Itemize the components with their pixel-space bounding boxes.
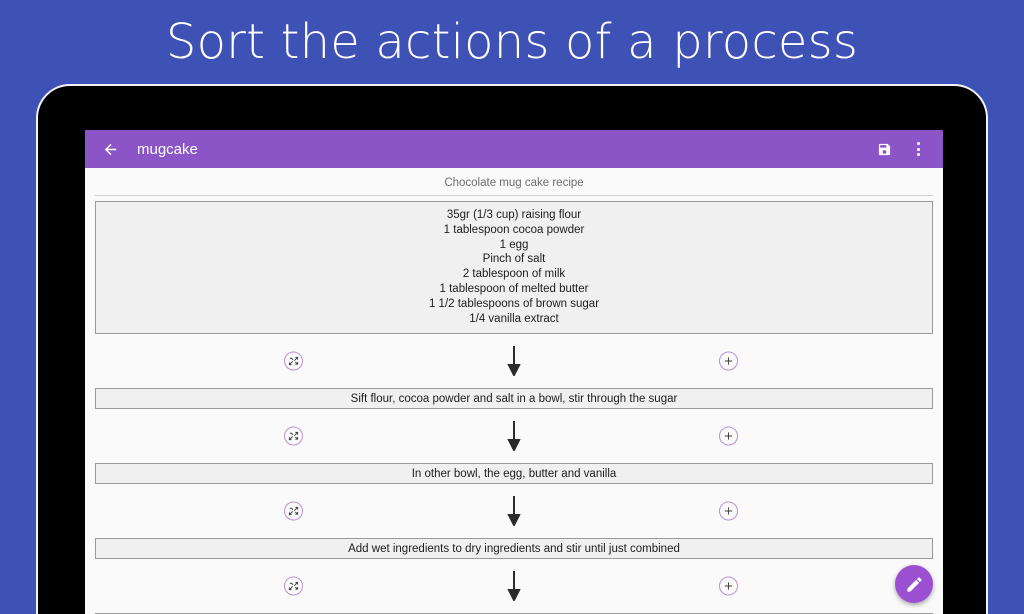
plus-icon xyxy=(725,432,733,441)
step-connector xyxy=(95,559,933,613)
recipe-content: Chocolate mug cake recipe 35gr (1/3 cup)… xyxy=(85,168,943,614)
more-vertical-icon xyxy=(916,142,920,156)
arrow-down-icon xyxy=(507,421,521,452)
step-text: In other bowl, the egg, butter and vanil… xyxy=(411,467,617,480)
pencil-edit-icon xyxy=(906,576,922,592)
arrow-down-icon xyxy=(507,496,521,527)
add-step-button[interactable] xyxy=(719,351,739,371)
arrow-down-icon xyxy=(507,346,521,377)
step-card[interactable]: In other bowl, the egg, butter and vanil… xyxy=(95,463,933,485)
ingredient-line: 1 egg xyxy=(499,238,529,251)
ingredient-line: 35gr (1/3 cup) raising flour xyxy=(446,209,582,221)
device-screen: mugcake Chocolate mug cake recipe 35gr (… xyxy=(85,130,943,614)
step-text: Add wet ingredients to dry ingredients a… xyxy=(348,542,680,555)
step-card[interactable]: Add wet ingredients to dry ingredients a… xyxy=(95,538,933,560)
ingredients-card[interactable]: 35gr (1/3 cup) raising flour 1 tablespoo… xyxy=(95,201,933,335)
back-button[interactable] xyxy=(97,136,123,162)
shuffle-step-button[interactable] xyxy=(283,576,303,596)
shuffle-icon xyxy=(288,507,298,516)
shuffle-icon xyxy=(288,357,298,366)
title-divider xyxy=(95,195,933,196)
promo-headline: Sort the actions of a process xyxy=(165,14,859,70)
plus-icon xyxy=(725,357,733,366)
overflow-menu-button[interactable] xyxy=(905,136,931,162)
edit-fab-button[interactable] xyxy=(895,565,933,603)
ingredient-line: 1 tablespoon cocoa powder xyxy=(443,223,585,236)
step-connector xyxy=(95,484,933,538)
plus-icon xyxy=(725,582,733,591)
step-connector xyxy=(95,409,933,463)
shuffle-icon xyxy=(288,432,298,441)
shuffle-step-button[interactable] xyxy=(283,351,303,371)
shuffle-step-button[interactable] xyxy=(283,426,303,446)
ingredient-line: 2 tablespoon of milk xyxy=(462,268,566,281)
shuffle-step-button[interactable] xyxy=(283,501,303,521)
step-connector xyxy=(95,334,933,388)
add-step-button[interactable] xyxy=(719,576,739,596)
save-button[interactable] xyxy=(871,136,897,162)
recipe-title: Chocolate mug cake recipe xyxy=(444,177,584,189)
step-card[interactable]: Sift flour, cocoa powder and salt in a b… xyxy=(95,388,933,410)
shuffle-icon xyxy=(288,582,298,591)
step-text: Sift flour, cocoa powder and salt in a b… xyxy=(350,392,678,405)
app-bar-title: mugcake xyxy=(137,140,198,158)
plus-icon xyxy=(725,507,733,516)
ingredient-line: 1/4 vanilla extract xyxy=(469,312,559,325)
add-step-button[interactable] xyxy=(719,501,739,521)
ingredient-line: Pinch of salt xyxy=(482,253,546,266)
tablet-device-frame: mugcake Chocolate mug cake recipe 35gr (… xyxy=(36,84,988,614)
add-step-button[interactable] xyxy=(719,426,739,446)
ingredient-line: 1 tablespoon of melted butter xyxy=(439,282,589,295)
ingredient-line: 1 1/2 tablespoons of brown sugar xyxy=(428,297,600,310)
arrow-down-icon xyxy=(507,571,521,602)
arrow-left-icon xyxy=(104,143,116,155)
app-bar: mugcake xyxy=(85,130,943,168)
save-floppy-icon xyxy=(878,143,890,155)
